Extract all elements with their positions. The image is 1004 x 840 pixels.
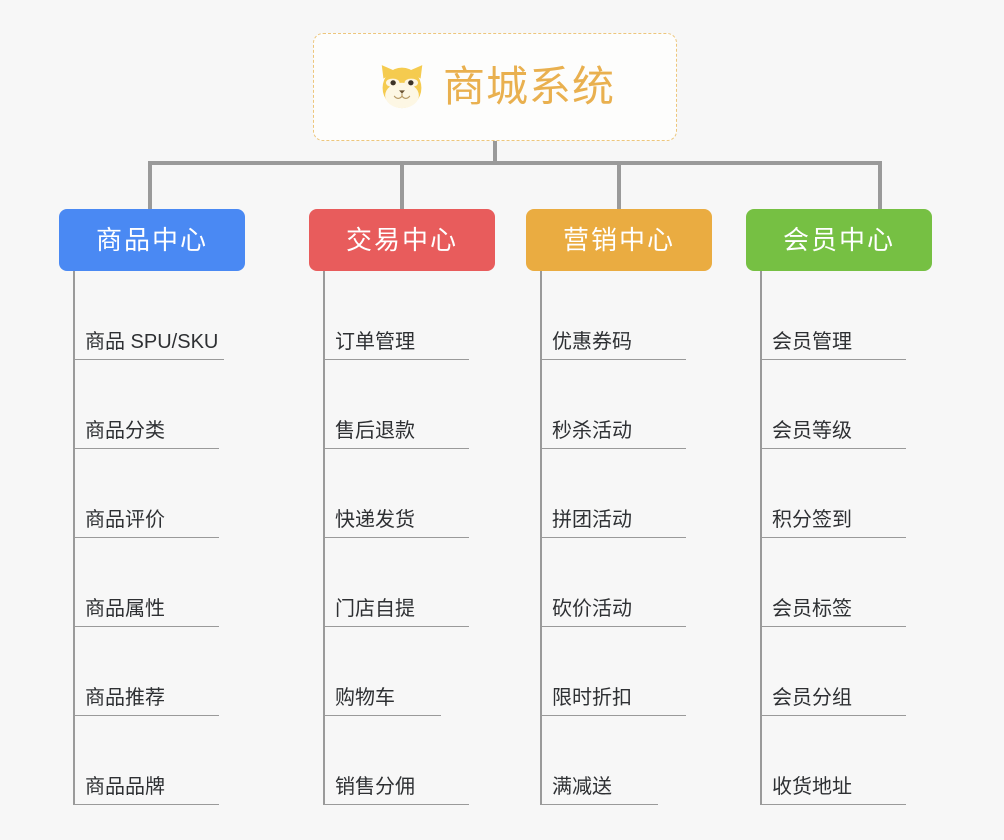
list-item[interactable]: 会员标签 (762, 538, 934, 627)
list-item[interactable]: 商品分类 (75, 360, 247, 449)
leaf-label: 优惠券码 (552, 331, 632, 353)
list-item[interactable]: 快递发货 (325, 449, 497, 538)
leaf-label: 拼团活动 (552, 509, 632, 531)
list-item[interactable]: 会员分组 (762, 627, 934, 716)
category-box-member[interactable]: 会员中心 (746, 209, 932, 271)
list-item[interactable]: 商品属性 (75, 538, 247, 627)
category-box-marketing[interactable]: 营销中心 (526, 209, 712, 271)
connector-horizontal-bus (148, 161, 882, 165)
leaf-label: 秒杀活动 (552, 420, 632, 442)
category-box-trade[interactable]: 交易中心 (309, 209, 495, 271)
leaf-list-marketing: 优惠券码 秒杀活动 拼团活动 砍价活动 限时折扣 满减送 (540, 271, 714, 805)
leaf-list-member: 会员管理 会员等级 积分签到 会员标签 会员分组 收货地址 (760, 271, 934, 805)
leaf-label: 会员分组 (772, 687, 852, 709)
leaf-label: 会员管理 (772, 331, 852, 353)
leaf-label: 会员等级 (772, 420, 852, 442)
list-item[interactable]: 会员管理 (762, 271, 934, 360)
leaf-label: 售后退款 (335, 420, 415, 442)
leaf-label: 购物车 (335, 687, 395, 709)
category-label-member: 会员中心 (782, 225, 895, 255)
list-item[interactable]: 限时折扣 (542, 627, 714, 716)
leaf-label: 积分签到 (772, 509, 852, 531)
leaf-label: 商品分类 (85, 420, 165, 442)
leaf-label: 商品 SPU/SKU (85, 331, 219, 353)
list-item[interactable]: 购物车 (325, 627, 497, 716)
leaf-list-product: 商品 SPU/SKU 商品分类 商品评价 商品属性 商品推荐 商品品牌 (73, 271, 247, 805)
list-item[interactable]: 优惠券码 (542, 271, 714, 360)
list-item[interactable]: 商品评价 (75, 449, 247, 538)
list-item[interactable]: 门店自提 (325, 538, 497, 627)
root-title: 商城系统 (442, 63, 615, 110)
connector-drop-3 (878, 161, 882, 209)
leaf-label: 会员标签 (772, 598, 852, 620)
category-label-marketing: 营销中心 (562, 225, 675, 255)
leaf-label: 商品品牌 (85, 776, 165, 798)
list-item[interactable]: 秒杀活动 (542, 360, 714, 449)
connector-drop-2 (617, 161, 621, 209)
leaf-label: 快递发货 (335, 509, 415, 531)
category-box-product[interactable]: 商品中心 (59, 209, 245, 271)
list-item[interactable]: 会员等级 (762, 360, 934, 449)
list-item[interactable]: 商品 SPU/SKU (75, 271, 247, 360)
leaf-list-trade: 订单管理 售后退款 快递发货 门店自提 购物车 销售分佣 (323, 271, 497, 805)
leaf-label: 销售分佣 (335, 776, 415, 798)
category-column-marketing: 营销中心 优惠券码 秒杀活动 拼团活动 砍价活动 限时折扣 满减送 (526, 209, 712, 805)
leaf-label: 商品属性 (85, 598, 165, 620)
category-column-member: 会员中心 会员管理 会员等级 积分签到 会员标签 会员分组 收货地址 (746, 209, 932, 805)
list-item[interactable]: 收货地址 (762, 716, 934, 805)
list-item[interactable]: 砍价活动 (542, 538, 714, 627)
leaf-label: 门店自提 (335, 598, 415, 620)
connector-drop-1 (400, 161, 404, 209)
list-item[interactable]: 满减送 (542, 716, 714, 805)
category-label-trade: 交易中心 (345, 225, 458, 255)
shiba-dog-face-icon (381, 65, 423, 111)
root-node[interactable]: 商城系统 (313, 33, 677, 141)
list-item[interactable]: 拼团活动 (542, 449, 714, 538)
category-column-trade: 交易中心 订单管理 售后退款 快递发货 门店自提 购物车 销售分佣 (309, 209, 495, 805)
connector-drop-0 (148, 161, 152, 209)
leaf-label: 商品评价 (85, 509, 165, 531)
list-item[interactable]: 积分签到 (762, 449, 934, 538)
leaf-label: 砍价活动 (552, 598, 632, 620)
list-item[interactable]: 商品推荐 (75, 627, 247, 716)
leaf-label: 限时折扣 (552, 687, 632, 709)
leaf-label: 商品推荐 (85, 687, 165, 709)
list-item[interactable]: 订单管理 (325, 271, 497, 360)
leaf-label: 收货地址 (772, 776, 852, 798)
list-item[interactable]: 商品品牌 (75, 716, 247, 805)
connector-root-stem (493, 141, 497, 165)
category-column-product: 商品中心 商品 SPU/SKU 商品分类 商品评价 商品属性 商品推荐 商品品牌 (59, 209, 245, 805)
leaf-label: 满减送 (552, 776, 612, 798)
category-label-product: 商品中心 (95, 225, 208, 255)
list-item[interactable]: 售后退款 (325, 360, 497, 449)
leaf-label: 订单管理 (335, 331, 415, 353)
list-item[interactable]: 销售分佣 (325, 716, 497, 805)
